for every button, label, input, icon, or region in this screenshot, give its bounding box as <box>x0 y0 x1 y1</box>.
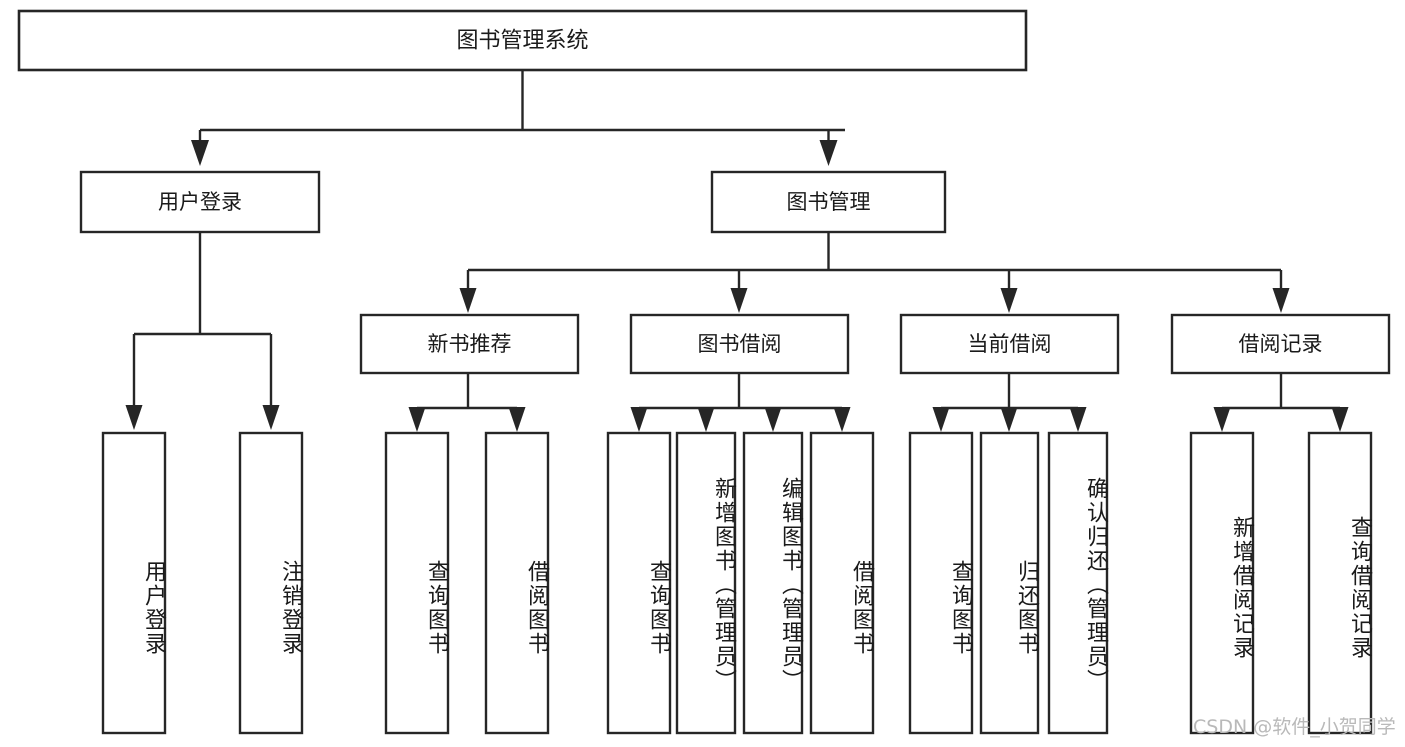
arrow-leaf-user-login <box>125 405 143 430</box>
node-borrow-record-box <box>1170 313 1391 375</box>
node-book-manage[interactable]: 图书管理 <box>710 170 947 234</box>
arrow-leaf-logout-login <box>262 405 280 430</box>
arrow-leaf-query-book-2 <box>630 407 648 432</box>
node-book-manage-label: 图书管理 <box>787 190 871 214</box>
node-book-borrow[interactable]: 图书借阅 <box>629 313 850 375</box>
leaf-label-confirm-return: 确认归还（管理员） <box>1083 477 1108 693</box>
node-user-login[interactable]: 用户登录 <box>79 170 321 234</box>
leaf-label-query-book-1: 查询图书 <box>424 560 449 656</box>
leaf-label-borrow-book-2: 借阅图书 <box>849 560 874 656</box>
leaf-label-add-record: 新增借阅记录 <box>1229 516 1254 660</box>
leaf-box-query-book-2[interactable] <box>606 431 672 735</box>
arrow-to-user-login <box>191 140 209 166</box>
leaf-box-return-book[interactable] <box>979 431 1040 735</box>
leaf-box-borrow-book-2[interactable] <box>809 431 875 735</box>
leaf-box-query-record[interactable] <box>1307 431 1373 735</box>
leaf-label-edit-book: 编辑图书（管理员） <box>778 477 803 693</box>
leaf-label-add-book: 新增图书（管理员） <box>711 477 736 693</box>
node-user-login-label: 用户登录 <box>158 190 242 214</box>
leaf-label-query-book-2: 查询图书 <box>646 560 671 656</box>
node-user-login-box <box>79 170 321 234</box>
arrow-leaf-add-book <box>697 407 715 432</box>
node-new-book-recommend-label: 新书推荐 <box>428 332 512 356</box>
node-book-borrow-box <box>629 313 850 375</box>
leaf-box-logout-login[interactable] <box>238 431 304 735</box>
leaf-box-edit-book[interactable] <box>742 431 804 735</box>
leaf-box-query-book-3[interactable] <box>908 431 974 735</box>
node-new-book-recommend-box <box>359 313 580 375</box>
arrow-leaf-query-book-1 <box>408 407 426 432</box>
arrow-to-book-borrow <box>730 288 748 313</box>
leaf-label-query-book-3: 查询图书 <box>948 560 973 656</box>
arrow-to-current-borrow <box>1000 288 1018 313</box>
leaf-box-confirm-return[interactable] <box>1047 431 1109 735</box>
node-root-box <box>17 9 1028 72</box>
leaf-box-borrow-book-1[interactable] <box>484 431 550 735</box>
csdn-watermark: CSDN @软件_小贺同学 <box>1193 716 1396 738</box>
leaf-label-return-book: 归还图书 <box>1014 560 1039 656</box>
leaf-box-add-book[interactable] <box>675 431 737 735</box>
node-new-book-recommend[interactable]: 新书推荐 <box>359 313 580 375</box>
node-current-borrow-box <box>899 313 1120 375</box>
leaf-label-logout-login: 注销登录 <box>278 560 303 656</box>
arrow-leaf-edit-book <box>764 407 782 432</box>
node-book-borrow-label: 图书借阅 <box>698 332 782 356</box>
leaf-label-query-record: 查询借阅记录 <box>1347 516 1372 660</box>
arrow-to-borrow-record <box>1272 288 1290 313</box>
leaf-box-query-book-1[interactable] <box>384 431 450 735</box>
node-book-manage-box <box>710 170 947 234</box>
leaf-label-borrow-book-1: 借阅图书 <box>524 560 549 656</box>
node-root-label: 图书管理系统 <box>456 29 588 54</box>
arrow-to-book-manage <box>819 140 838 166</box>
arrow-leaf-confirm-return <box>1069 407 1087 432</box>
node-current-borrow-label: 当前借阅 <box>968 332 1052 356</box>
node-borrow-record-label: 借阅记录 <box>1239 332 1323 356</box>
arrow-to-new-book-recommend <box>459 288 477 313</box>
arrow-leaf-add-record <box>1213 407 1231 432</box>
edges-layer <box>125 70 1349 432</box>
node-borrow-record[interactable]: 借阅记录 <box>1170 313 1391 375</box>
arrow-leaf-return-book <box>1000 407 1018 432</box>
arrow-leaf-query-record <box>1331 407 1349 432</box>
leaf-label-user-login: 用户登录 <box>141 560 166 656</box>
leaf-box-user-login[interactable] <box>101 431 167 735</box>
arrow-leaf-borrow-book-2 <box>833 407 851 432</box>
arrow-leaf-query-book-3 <box>932 407 950 432</box>
arrow-leaf-borrow-book-1 <box>508 407 526 432</box>
leaf-box-add-record[interactable] <box>1189 431 1255 735</box>
node-current-borrow[interactable]: 当前借阅 <box>899 313 1120 375</box>
node-root[interactable]: 图书管理系统 <box>17 9 1028 72</box>
